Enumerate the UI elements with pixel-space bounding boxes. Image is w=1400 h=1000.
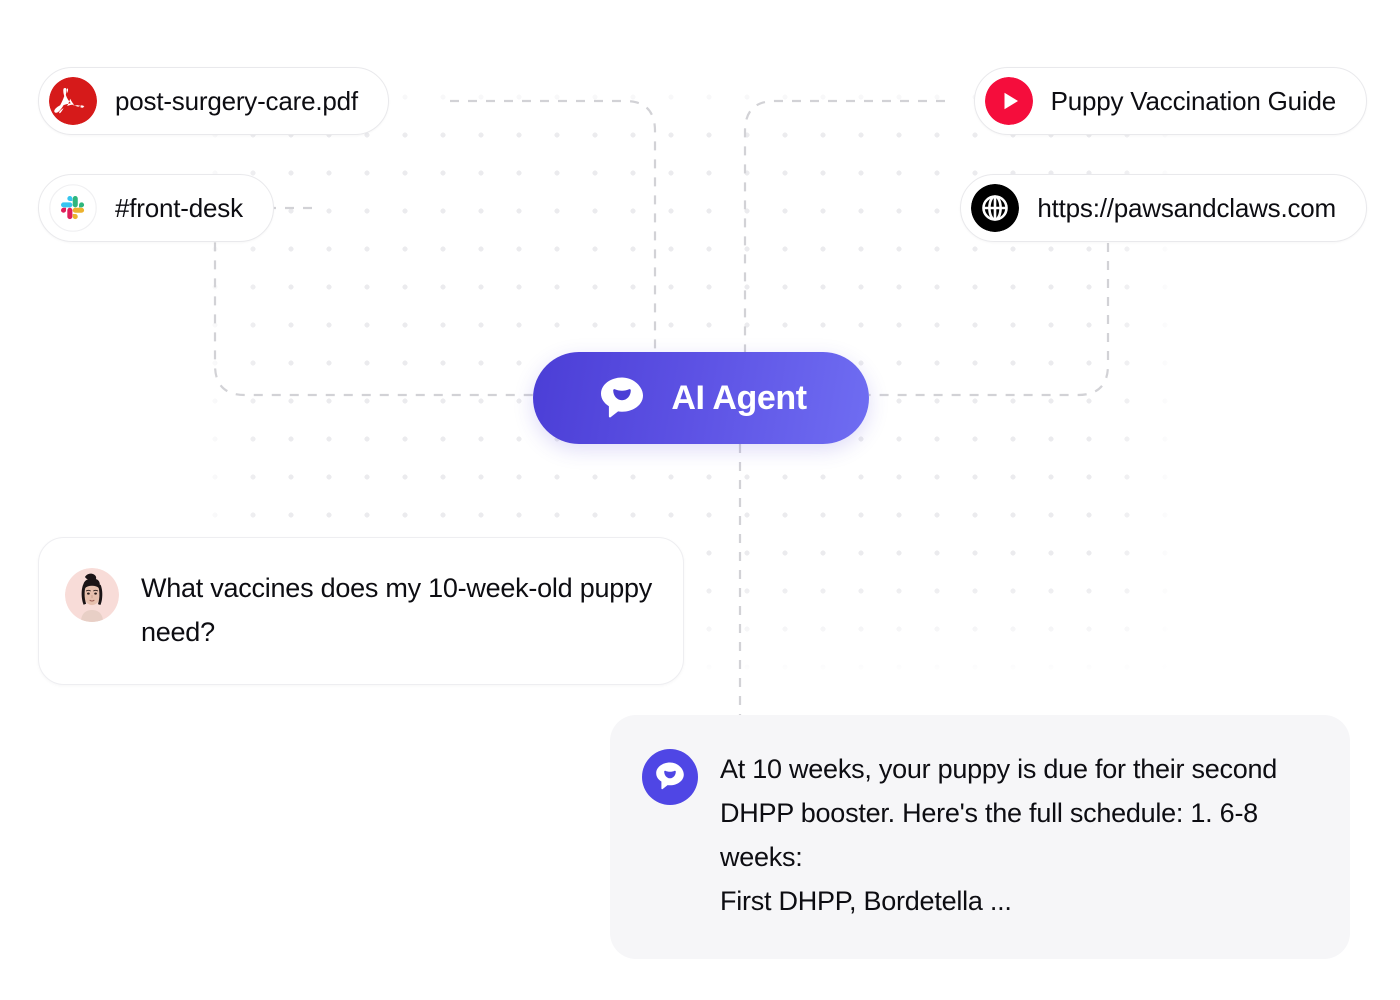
source-chip-slack-label: #front-desk [115,192,243,223]
globe-icon [971,184,1020,232]
user-avatar-photo [65,568,119,622]
bot-message-bubble: At 10 weeks, your puppy is due for their… [610,715,1350,959]
ai-agent-label: AI Agent [671,378,807,417]
connector-pdf-to-agent [450,99,657,352]
user-message-text: What vaccines does my 10-week-old puppy … [141,573,653,647]
chat-bubble-avatar [642,749,698,805]
chat-bubble-icon [601,377,644,418]
source-chip-pdf-label: post-surgery-care.pdf [115,85,358,116]
source-chip-pdf[interactable]: post-surgery-care.pdf [38,67,389,135]
slack-icon [49,184,97,232]
source-chip-web[interactable]: https://pawsandclaws.com [960,174,1367,242]
bot-message-text: At 10 weeks, your puppy is due for their… [720,754,1278,916]
youtube-icon [984,77,1033,125]
source-chip-slack[interactable]: #front-desk [38,174,274,242]
source-chip-youtube[interactable]: Puppy Vaccination Guide [973,67,1367,135]
source-chip-web-label: https://pawsandclaws.com [1037,192,1336,223]
connector-web-to-agent [869,243,1110,397]
adobe-pdf-icon [49,77,97,125]
source-chip-youtube-label: Puppy Vaccination Guide [1050,85,1337,116]
connector-youtube-to-agent [743,99,945,352]
ai-agent-node[interactable]: AI Agent [533,352,869,444]
user-message-bubble: What vaccines does my 10-week-old puppy … [38,537,684,685]
